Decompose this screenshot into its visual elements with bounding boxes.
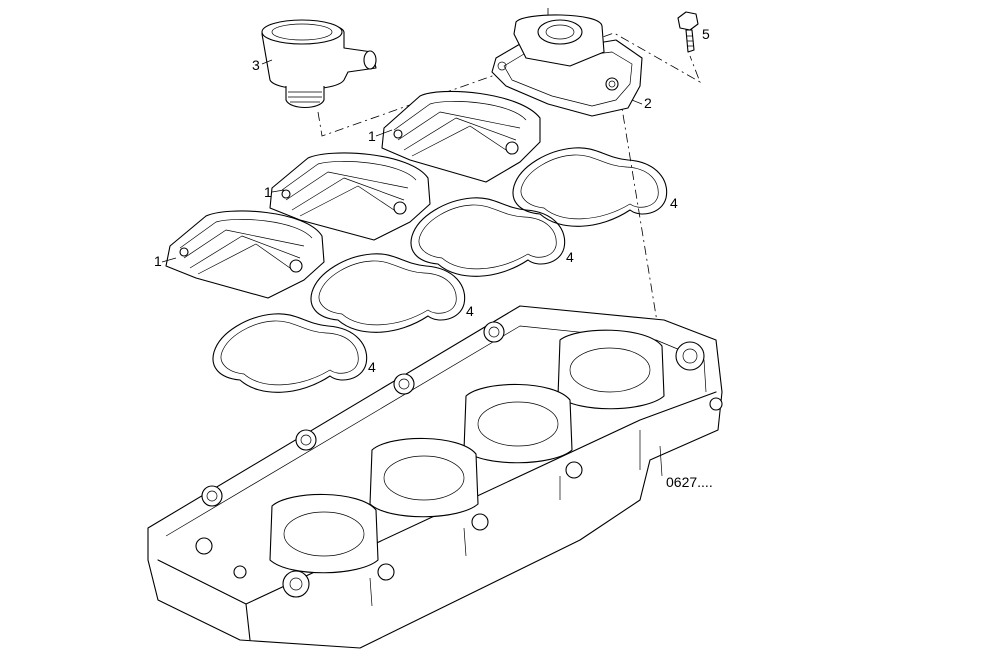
callout-labels: 1 1 1 2 3 4 4 4 4 5 0627.... bbox=[154, 26, 713, 490]
reference-code: 0627.... bbox=[666, 474, 713, 490]
cylinder-head-carrier bbox=[147, 305, 723, 649]
callout-2: 2 bbox=[644, 95, 652, 111]
bolt-part bbox=[677, 11, 699, 53]
gasket-part-2 bbox=[410, 197, 566, 277]
valve-cover-part-middle bbox=[269, 152, 431, 241]
callout-3: 3 bbox=[252, 57, 260, 73]
filler-housing-part bbox=[491, 14, 643, 117]
callout-4-d: 4 bbox=[368, 359, 376, 375]
callout-4-b: 4 bbox=[566, 249, 574, 265]
callout-5: 5 bbox=[702, 26, 710, 42]
callout-4-a: 4 bbox=[670, 195, 678, 211]
oil-filler-breather-part bbox=[261, 19, 377, 109]
assembly-lines bbox=[317, 8, 701, 341]
callout-4-c: 4 bbox=[466, 303, 474, 319]
callout-1-middle: 1 bbox=[264, 184, 272, 200]
gasket-part-3 bbox=[310, 253, 466, 333]
valve-cover-part-top bbox=[381, 90, 541, 183]
callout-1-top: 1 bbox=[368, 128, 376, 144]
gasket-part-1 bbox=[512, 147, 668, 227]
callout-1-bottom: 1 bbox=[154, 253, 162, 269]
gasket-part-4 bbox=[212, 313, 368, 393]
valve-cover-part-bottom bbox=[165, 210, 325, 299]
